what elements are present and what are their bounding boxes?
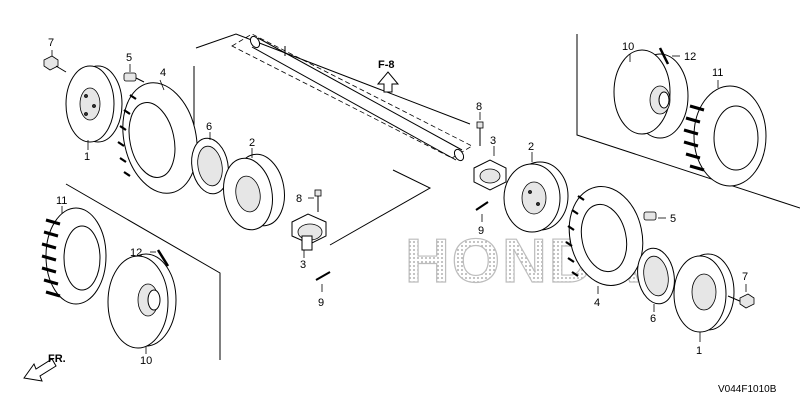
rear-axle-shaft — [231, 33, 473, 162]
callout-4-right: 4 — [594, 297, 600, 309]
f8-reference-label: F-8 — [378, 59, 395, 71]
part-12-valve-left — [150, 249, 170, 267]
front-direction-indicator: FR. — [23, 353, 66, 382]
callout-6-left: 6 — [206, 121, 212, 133]
callout-11-left: 11 — [56, 195, 67, 207]
callout-12-left: 12 — [130, 247, 142, 259]
part-7-bolt-left — [43, 50, 67, 73]
part-4-knobby-tire-left — [117, 79, 198, 194]
part-2-brake-drum-right — [503, 152, 569, 233]
part-2-brake-drum-left — [223, 148, 285, 231]
part-6-seal-right — [637, 247, 675, 312]
callout-7-right: 7 — [742, 271, 748, 283]
part-5-valve-left — [123, 64, 145, 83]
callout-labels: 7 5 4 1 6 2 8 3 9 11 12 10 8 3 2 9 5 4 6… — [48, 37, 748, 367]
part-1-wheel-rim-right — [673, 253, 735, 342]
part-11-tire-left — [41, 206, 107, 305]
drawing-code: V044F1010B — [718, 384, 777, 395]
callout-9-left: 9 — [318, 297, 324, 309]
part-8-bolt-left — [308, 189, 322, 212]
part-9-pin-left — [315, 271, 331, 292]
part-10-wheel-rim-left — [107, 253, 177, 354]
part-6-seal-left — [191, 132, 229, 195]
callout-1-left: 1 — [84, 151, 90, 163]
part-5-valve-right — [643, 211, 666, 221]
front-direction-label: FR. — [48, 353, 66, 365]
callout-9-right: 9 — [478, 225, 484, 237]
part-8-bolt-right — [476, 112, 484, 146]
callout-2-left: 2 — [249, 137, 255, 149]
callout-7-left: 7 — [48, 37, 54, 49]
callout-8-left: 8 — [296, 193, 302, 205]
part-9-pin-right — [475, 201, 489, 222]
callout-5-left: 5 — [126, 52, 132, 64]
part-11-tire-right — [683, 80, 767, 187]
callout-3-right: 3 — [490, 135, 496, 147]
callout-10-left: 10 — [140, 355, 152, 367]
part-12-valve-right — [658, 47, 680, 65]
callout-4-left: 4 — [160, 67, 166, 79]
callout-11-right: 11 — [712, 67, 723, 79]
callout-6-right: 6 — [650, 313, 656, 325]
part-3-hub-left — [291, 213, 327, 258]
part-4-knobby-tire-right — [565, 186, 644, 294]
callout-2-right: 2 — [528, 141, 534, 153]
callout-8-right: 8 — [476, 101, 482, 113]
f8-reference: F-8 — [376, 59, 400, 93]
callout-3-left: 3 — [300, 259, 306, 271]
part-10-wheel-rim-right — [613, 49, 689, 139]
callout-12-right: 12 — [684, 51, 696, 63]
part-7-bolt-right — [727, 284, 755, 309]
part-3-hub-right — [473, 146, 507, 191]
callout-10-right: 10 — [622, 41, 634, 53]
part-1-wheel-rim-left — [65, 65, 123, 150]
callout-5-right: 5 — [670, 213, 676, 225]
callout-1-right: 1 — [696, 345, 702, 357]
